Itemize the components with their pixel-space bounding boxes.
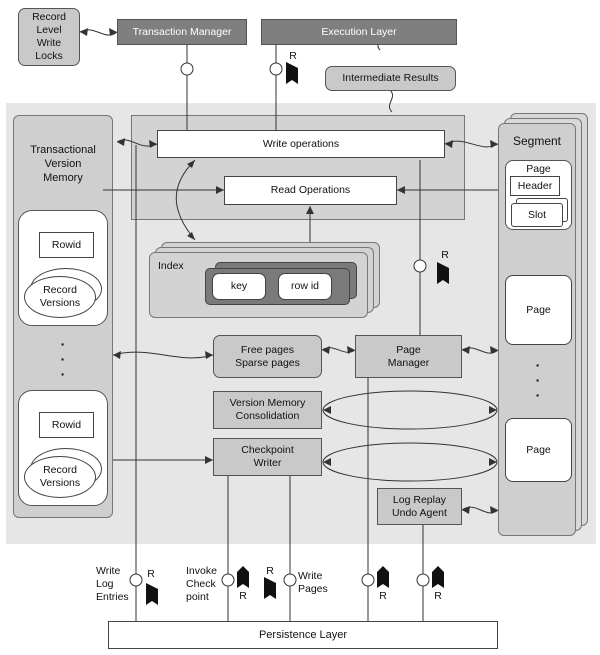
version-memory-box: Version Memory Consolidation (213, 391, 322, 429)
page-label-top: Page (526, 163, 551, 175)
index-label: Index (158, 260, 184, 272)
read-operations-box: Read Operations (224, 176, 397, 205)
invoke-r-label: R (239, 590, 247, 602)
row-id-box: row id (278, 273, 332, 300)
checkpoint-writer-box: Checkpoint Writer (213, 438, 322, 476)
page-box-middle: Page (505, 275, 572, 345)
page-manager-r-label: R (441, 249, 449, 261)
page-manager-box: Page Manager (355, 335, 462, 378)
invoke-checkpoint-label: Invoke Check point (186, 565, 217, 603)
segment-ellipsis: · · · (535, 357, 541, 403)
rowid-box-top: Rowid (39, 232, 94, 258)
write-log-r-label: R (147, 568, 155, 580)
page-box-bottom: Page (505, 418, 572, 482)
write-operations-box: Write operations (157, 130, 445, 158)
tvm-ellipsis: · · · (60, 336, 66, 382)
page-manager-persist-r-label: R (379, 590, 387, 602)
record-locks-box: Record Level Write Locks (18, 8, 80, 66)
slot-box: Slot (511, 203, 563, 227)
free-pages-box: Free pages Sparse pages (213, 335, 322, 378)
rowid-box-bottom: Rowid (39, 412, 94, 438)
record-versions-bottom: Record Versions (24, 456, 96, 498)
transaction-manager-box: Transaction Manager (117, 19, 247, 45)
execution-r-label: R (289, 50, 297, 62)
persistence-layer-box: Persistence Layer (108, 621, 498, 649)
intermediate-results-box: Intermediate Results (325, 66, 456, 91)
write-pages-r-label: R (266, 565, 274, 577)
write-log-entries-label: Write Log Entries (96, 565, 129, 603)
execution-layer-box: Execution Layer (261, 19, 457, 45)
log-replay-persist-r-label: R (434, 590, 442, 602)
log-replay-box: Log Replay Undo Agent (377, 488, 462, 525)
record-versions-top: Record Versions (24, 276, 96, 318)
write-pages-label: Write Pages (298, 570, 328, 595)
segment-title: Segment (512, 134, 562, 148)
key-box: key (212, 273, 266, 300)
tvm-title: Transactional Version Memory (30, 144, 96, 184)
header-box: Header (510, 176, 560, 196)
